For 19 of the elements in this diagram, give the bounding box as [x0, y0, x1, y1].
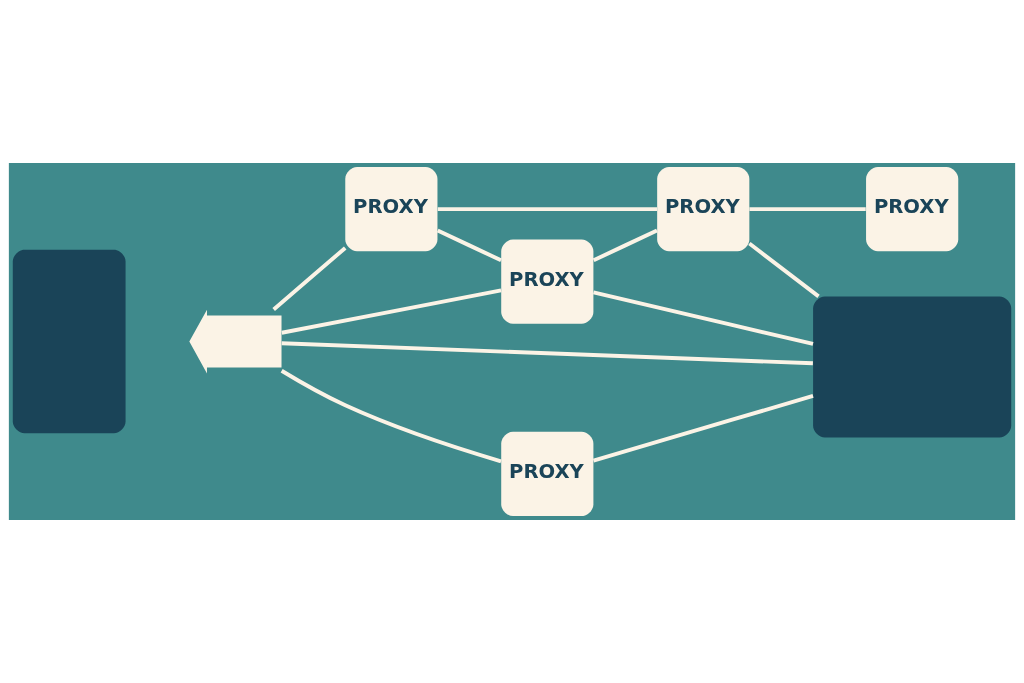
connector: [281, 341, 813, 366]
node-box: [12, 249, 126, 434]
node-box: PROXY: [501, 239, 594, 324]
node-box: PROXY: [866, 166, 959, 252]
connector: [281, 288, 502, 335]
node-box: PROXY: [345, 166, 438, 252]
connector: [748, 242, 820, 298]
node-box: PROXY: [657, 166, 750, 252]
connector: [592, 394, 814, 463]
node-arrow: [189, 309, 282, 374]
connector: [272, 246, 347, 311]
node-box: [813, 296, 1012, 438]
connector: [749, 207, 866, 212]
connector: [436, 228, 502, 263]
connector: [280, 369, 502, 464]
connector: [437, 207, 657, 212]
node-box: PROXY: [501, 431, 594, 517]
connector: [592, 228, 658, 263]
connector: [593, 290, 814, 346]
